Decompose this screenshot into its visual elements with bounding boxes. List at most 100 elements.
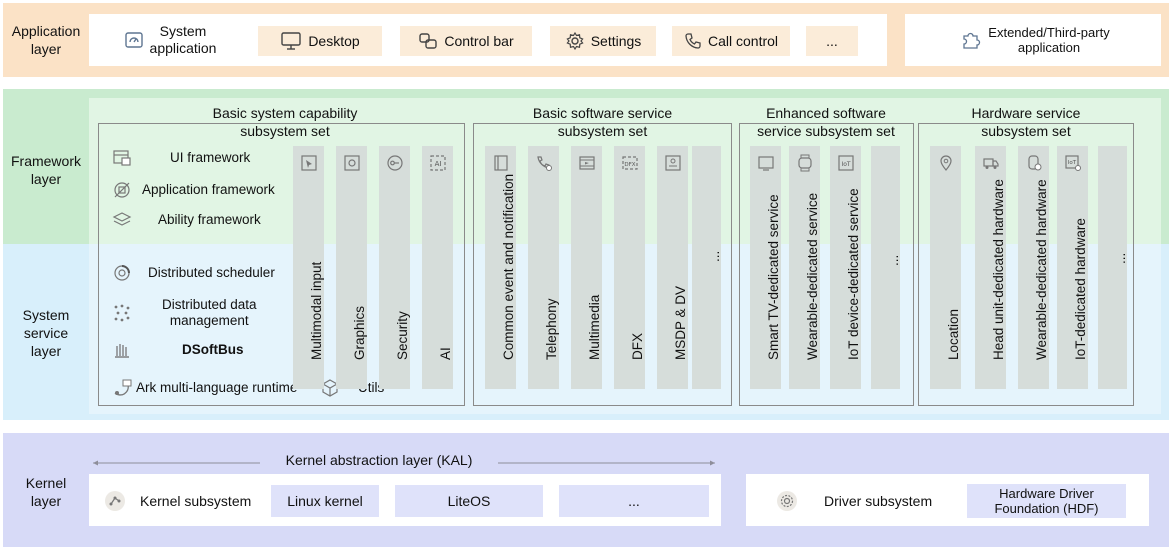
third-party-label: Extended/Third-party application [988,25,1110,55]
dsoftbus-item: DSoftBus [110,340,290,360]
call-control-chip[interactable]: Call control [672,26,790,56]
wearable-hardware-column[interactable]: Wearable-dedicated hardware [1018,146,1049,389]
msdp-dv-column[interactable]: MSDP & DV [657,146,688,389]
msdp-dv-label: MSDP & DV [672,285,688,360]
kernel-more-label: ... [628,493,640,509]
distributed-scheduler-item: Distributed scheduler [110,263,290,283]
kernel-subsystem[interactable]: Kernel subsystem [100,486,260,516]
film-icon [578,154,596,175]
system-app-icon [124,30,144,50]
more-apps-chip[interactable]: ... [806,26,858,56]
multimedia-label: Multimedia [586,294,602,360]
smart-tv-label: Smart TV-dedicated service [765,194,781,360]
monitor-icon [280,31,302,51]
desktop-label: Desktop [308,33,360,49]
dfx-column[interactable]: DFX DFX [614,146,645,389]
hdf-label: Hardware Driver Foundation (HDF) [994,486,1099,516]
dsoftbus-label: DSoftBus [182,342,244,357]
application-layer-label: Application layer [11,23,81,57]
basic-capability-subsystem-set [98,123,465,406]
hardware-service-subsystem-set [918,123,1134,406]
security-column[interactable]: Security [379,146,410,389]
telephony-icon [535,154,553,175]
key-icon [386,154,404,175]
framework-layer-label: Framework layer [10,153,81,187]
layers-icon [110,210,134,230]
system-application[interactable]: System application [100,20,240,60]
call-control-label: Call control [707,33,779,49]
notification-icon [492,154,510,175]
liteos-chip[interactable]: LiteOS [395,485,543,517]
location-column[interactable]: Location [930,146,961,389]
ai-label: AI [437,347,453,360]
iot-hardware-label: IoT-dedicated hardware [1072,218,1088,360]
control-bar-chip[interactable]: Control bar [400,26,532,56]
ark-runtime-icon [110,377,134,399]
desktop-chip[interactable]: Desktop [258,26,382,56]
application-framework-icon [110,180,134,200]
liteos-label: LiteOS [447,493,491,509]
wearable-service-label: Wearable-dedicated service [804,192,820,360]
phone-icon [684,32,702,50]
telephony-column[interactable]: Telephony [528,146,559,389]
iot-hardware-column[interactable]: IoT IoT-dedicated hardware [1057,146,1088,389]
kernel-more-chip[interactable]: ... [559,485,709,517]
ui-framework-icon [110,149,134,167]
basic-software-title: Basic software service subsystem set [532,105,673,139]
distributed-data-label: Distributed data management [162,297,257,328]
tv-icon [757,154,775,175]
graphics-icon [343,154,361,175]
multimodal-input-column[interactable]: Multimodal input [293,146,324,389]
enhanced-software-title: Enhanced software service subsystem set [757,105,895,139]
application-framework-item: Application framework [110,180,300,200]
truck-icon [982,154,1000,175]
ai-icon: AI [429,154,447,175]
enhanced-more-label: ... [885,254,901,266]
linux-kernel-chip[interactable]: Linux kernel [271,485,379,517]
iot-service-column[interactable]: IoT IoT device-dedicated service [830,146,861,389]
hardware-more-label: ... [1112,252,1128,264]
driver-subsystem[interactable]: Driver subsystem [776,486,946,516]
watch-icon [796,154,814,175]
third-party-application[interactable]: Extended/Third-party application [930,20,1140,60]
distributed-scheduler-label: Distributed scheduler [148,265,275,280]
ai-column[interactable]: AI AI [422,146,453,389]
multimedia-column[interactable]: Multimedia [571,146,602,389]
ability-framework-label: Ability framework [158,212,261,227]
wearable-service-column[interactable]: Wearable-dedicated service [789,146,820,389]
graphics-label: Graphics [351,305,367,360]
hdf-chip[interactable]: Hardware Driver Foundation (HDF) [967,484,1126,518]
third-party-application-panel [905,14,1161,66]
application-framework-label: Application framework [142,182,275,197]
common-event-column[interactable]: Common event and notification [485,146,516,389]
system-application-label: System application [149,23,217,56]
msdp-icon [664,154,682,175]
hardware-more-column[interactable]: ... [1098,146,1128,389]
puzzle-icon [960,29,982,51]
iot-icon: IoT [837,154,855,175]
smart-tv-column[interactable]: Smart TV-dedicated service [750,146,781,389]
settings-chip[interactable]: Settings [550,26,656,56]
svg-text:IoT: IoT [841,161,850,168]
security-label: Security [394,311,410,360]
head-unit-label: Head unit-dedicated hardware [990,179,1006,360]
enhanced-more-column[interactable]: ... [871,146,901,389]
hardware-service-title: Hardware service subsystem set [971,105,1081,139]
basic-software-more-column[interactable]: ... [692,146,722,389]
ark-runtime-label: Ark multi-language runtime [136,380,298,395]
ability-framework-item: Ability framework [110,210,290,230]
location-label: Location [945,308,961,360]
control-bar-icon [418,31,438,51]
multimodal-input-label: Multimodal input [308,261,324,360]
kernel-subsystem-label: Kernel subsystem [140,493,252,509]
graphics-column[interactable]: Graphics [336,146,367,389]
driver-subsystem-label: Driver subsystem [824,493,933,509]
location-pin-icon [937,154,955,175]
svg-text:IoT: IoT [1067,160,1076,166]
head-unit-column[interactable]: Head unit-dedicated hardware [975,146,1006,389]
system-service-layer-label: System service layer [22,307,70,359]
common-event-label: Common event and notification [500,173,516,360]
wearable-gear-icon [1025,154,1043,175]
telephony-label: Telephony [543,298,559,360]
wearable-hardware-label: Wearable-dedicated hardware [1033,179,1049,360]
